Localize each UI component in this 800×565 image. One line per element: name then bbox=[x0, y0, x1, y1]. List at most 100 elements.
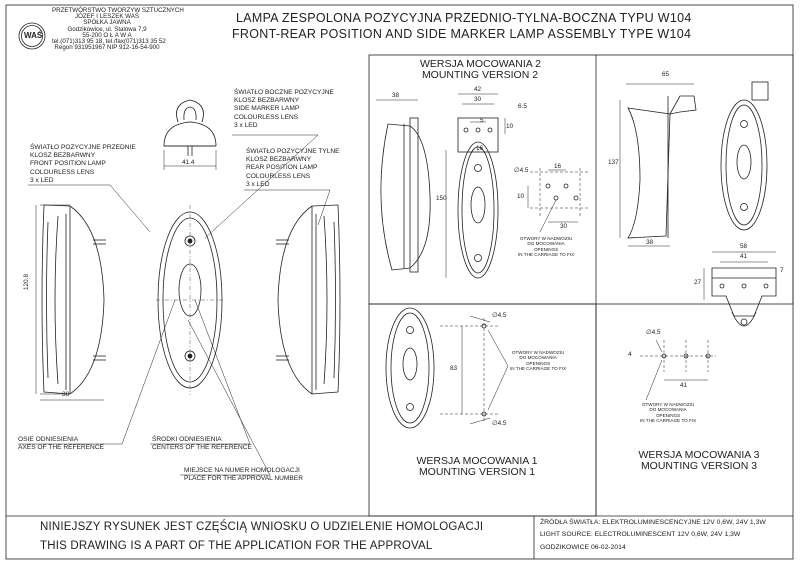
light-source-polish: ŹRÓDŁA ŚWIATŁA: ELEKTROLUMINESCENCYJNE 1… bbox=[540, 519, 766, 526]
v3-bracket-view bbox=[703, 251, 777, 327]
dim-v3-38: 38 bbox=[646, 239, 654, 246]
dim-v2-16b: 16 bbox=[554, 163, 562, 170]
version-line: MOUNTING VERSION 1 bbox=[418, 465, 536, 478]
v1-holes-note: OTWORY W NADWOZIU DO MOCOWANIA OPENINGS … bbox=[510, 350, 566, 371]
version-line: MOUNTING VERSION 2 bbox=[421, 68, 539, 81]
label-line: 3 x LED bbox=[30, 176, 54, 184]
note-line: IN THE CARRIAGE TO FIX bbox=[510, 365, 567, 371]
label-line: ŚWIATŁO BOCZNE POZYCYJNE bbox=[234, 89, 334, 96]
version-line: WERSJA MOCOWANIA 2 bbox=[420, 58, 541, 70]
label-line: REAR POSITION LAMP bbox=[246, 164, 318, 172]
centers-reference-label: ŚRODKI ODNIESIENIA CENTERS OF THE REFERE… bbox=[152, 436, 252, 452]
dim-v1-hole-bot: ∅4.5 bbox=[492, 420, 507, 427]
dim-top-width: 41.4 bbox=[182, 159, 195, 166]
dim-v3-4: 4 bbox=[628, 351, 632, 358]
dim-v2-65: 6.5 bbox=[518, 103, 527, 110]
drawing-date: GODZIKOWICE 06-02-2014 bbox=[540, 544, 626, 551]
v2-hole-pattern bbox=[527, 168, 590, 233]
company-line: tel.(071)313 95 18, tel./fax(071)313 35 … bbox=[52, 38, 166, 46]
v3-front-view bbox=[720, 81, 769, 231]
dim-v2-10b: 10 bbox=[517, 193, 525, 200]
note-line: OPENINGS bbox=[533, 246, 559, 252]
dim-v3-58: 58 bbox=[740, 243, 748, 250]
version-line: WERSJA MOCOWANIA 3 bbox=[638, 449, 760, 461]
company-line: Godzikowice, ul. Stalowa 7,9 bbox=[67, 25, 147, 33]
v3-holes-note: OTWORY W NADWOZIU DO MOCOWANIA OPENINGS … bbox=[640, 402, 696, 423]
rear-lamp-label: ŚWIATŁO POZYCYJNE TYLNE KLOSZ BEZBARWNY … bbox=[246, 148, 340, 189]
version-2-frame bbox=[368, 54, 794, 305]
label-line: ŚRODKI ODNIESIENIA bbox=[152, 436, 222, 443]
label-line: COLOURLESS LENS bbox=[246, 172, 311, 180]
light-source-english: LIGHT SOURCE: ELECTROLUMINESCENT 12V 0,6… bbox=[540, 531, 741, 538]
label-line: KLOSZ BEZBARWNY bbox=[234, 97, 300, 105]
note-line: OTWORY W NADWOZIU bbox=[519, 236, 573, 241]
leader-lines bbox=[18, 134, 331, 476]
v3-side-view bbox=[619, 83, 697, 247]
dim-v2-5: 5 bbox=[480, 117, 484, 124]
dim-v2-16: 16 bbox=[476, 145, 484, 152]
axes-reference-label: OSIE ODNIESIENIA AXES OF THE REFERENCE bbox=[18, 436, 104, 452]
v1-front-view bbox=[385, 307, 435, 429]
company-info: PRZETWÓRSTWO TWORZYW SZTUCZNYCH JÓZEF I … bbox=[52, 7, 184, 52]
label-line: COLOURLESS LENS bbox=[234, 113, 299, 121]
main-lamp-front bbox=[156, 205, 224, 395]
v2-holes-note: OTWORY W NADWOZIU DO MOCOWANIA OPENINGS … bbox=[518, 236, 574, 257]
label-line: MIEJSCE NA NUMER HOMOLOGACJI bbox=[184, 467, 300, 474]
company-line: 55-200 O Ł A W A bbox=[82, 31, 132, 39]
version-2-title: WERSJA MOCOWANIA 2 MOUNTING VERSION 2 bbox=[420, 58, 541, 81]
label-line: ŚWIATŁO POZYCYJNE TYLNE bbox=[246, 148, 340, 155]
dim-v2-hole: ∅4.5 bbox=[514, 167, 529, 174]
dim-v3-7: 7 bbox=[780, 267, 784, 274]
dim-v3-65: 65 bbox=[662, 71, 670, 78]
note-line: OTWORY W NADWOZIU bbox=[641, 402, 695, 407]
dim-v2-10: 10 bbox=[506, 123, 514, 130]
company-logo bbox=[18, 22, 46, 50]
note-line: IN THE CARRIAGE TO FIX bbox=[640, 417, 697, 423]
company-line: SPÓŁKA JAWNA bbox=[83, 19, 131, 27]
label-line: ŚWIATŁO POZYCYJNE PRZEDNIE bbox=[30, 144, 136, 151]
version-1-title: WERSJA MOCOWANIA 1 MOUNTING VERSION 1 bbox=[412, 456, 542, 477]
v2-front-view bbox=[445, 93, 506, 279]
label-line: COLOURLESS LENS bbox=[30, 168, 95, 176]
dim-v1-hole-top: ∅4.5 bbox=[492, 312, 507, 319]
label-line: CENTERS OF THE REFERENCE bbox=[152, 444, 252, 452]
dim-v3-41: 41 bbox=[740, 253, 748, 260]
dim-v3-41b: 41 bbox=[680, 382, 688, 389]
dim-v3-137: 137 bbox=[608, 159, 619, 166]
label-line: PLACE FOR THE APPROVAL NUMBER bbox=[184, 475, 303, 483]
dim-v1-83: 83 bbox=[450, 365, 458, 372]
company-line: PRZETWÓRSTWO TWORZYW SZTUCZNYCH bbox=[52, 7, 184, 14]
note-line: DO MOCOWANIA bbox=[519, 355, 557, 361]
front-lamp-label: ŚWIATŁO POZYCYJNE PRZEDNIE KLOSZ BEZBARW… bbox=[30, 144, 136, 185]
company-line: Regon 931951967 NIP 912-16-54-900 bbox=[54, 44, 160, 52]
label-line: OSIE ODNIESIENIA bbox=[18, 436, 79, 443]
label-line: FRONT POSITION LAMP bbox=[30, 160, 106, 168]
dim-front-depth: 38 bbox=[62, 391, 70, 398]
note-line: OPENINGS bbox=[525, 360, 551, 366]
dim-v2-150: 150 bbox=[436, 195, 447, 202]
dim-v3-hole: ∅4.5 bbox=[646, 329, 661, 336]
dim-v2-30b: 30 bbox=[560, 223, 568, 230]
title-english: FRONT-REAR POSITION AND SIDE MARKER LAMP… bbox=[232, 27, 692, 41]
label-line: KLOSZ BEZBARWNY bbox=[30, 152, 96, 160]
dim-v2-30: 30 bbox=[474, 96, 482, 103]
version-line: MOUNTING VERSION 3 bbox=[640, 459, 758, 472]
rear-side-view bbox=[276, 204, 341, 395]
label-line: KLOSZ BEZBARWNY bbox=[246, 156, 312, 164]
company-line: JÓZEF I LESZEK WAŚ bbox=[74, 13, 140, 21]
note-line: OTWORY W NADWOZIU bbox=[511, 350, 565, 355]
front-side-view bbox=[35, 204, 106, 401]
version-1-frame bbox=[368, 303, 597, 517]
note-line: IN THE CARRIAGE TO FIX bbox=[518, 251, 575, 257]
label-line: SIDE MARKER LAMP bbox=[234, 105, 300, 113]
logo-text: WAŚ bbox=[24, 31, 43, 40]
dim-front-height: 120.8 bbox=[23, 274, 30, 290]
side-lamp-label: ŚWIATŁO BOCZNE POZYCYJNE KLOSZ BEZBARWNY… bbox=[234, 89, 334, 130]
note-line: DO MOCOWANIA bbox=[527, 241, 565, 247]
label-line: 3 x LED bbox=[234, 121, 258, 129]
version-line: WERSJA MOCOWANIA 1 bbox=[416, 455, 538, 467]
approval-place-label: MIEJSCE NA NUMER HOMOLOGACJI PLACE FOR T… bbox=[184, 467, 303, 483]
footer-english: THIS DRAWING IS A PART OF THE APPLICATIO… bbox=[40, 540, 433, 552]
